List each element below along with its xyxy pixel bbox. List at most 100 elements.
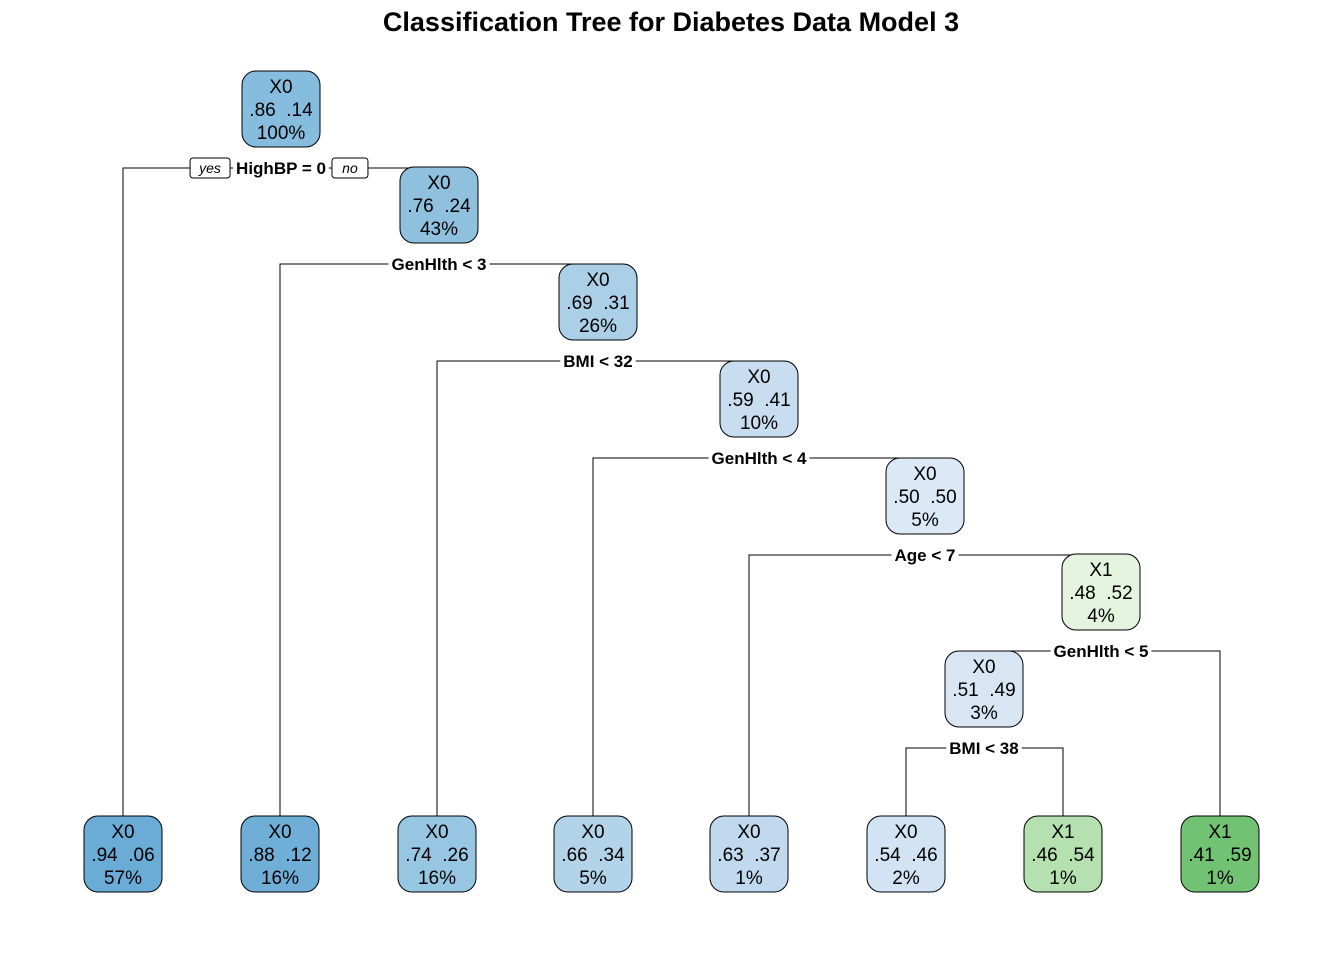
leaf-node-leaf4: X0.66 .345% [553,815,633,893]
node-percent: 2% [892,868,920,889]
leaf-node-leaf5: X0.63 .371% [709,815,789,893]
node-box [241,70,321,148]
yes-label: yes [198,160,221,176]
split-n4: Age < 7 [748,546,1102,816]
node-percent: 1% [1049,868,1077,889]
node-class: X0 [268,822,291,843]
node-box [709,815,789,893]
split-label: HighBP = 0 [236,159,326,178]
node-percent: 16% [418,868,456,889]
split-label: GenHlth < 4 [712,449,807,468]
node-probs: .88 .12 [248,845,311,866]
node-class: X1 [1051,822,1074,843]
node-box [885,457,965,535]
leaf-node-leaf6: X0.54 .462% [866,815,946,893]
node-box [944,650,1024,728]
node-box [866,815,946,893]
node-percent: 5% [911,510,939,531]
split-label: GenHlth < 5 [1054,642,1149,661]
edge-yes [436,360,561,816]
node-percent: 3% [970,703,998,724]
node-probs: .76 .24 [407,196,471,217]
node-class: X1 [1208,822,1231,843]
node-percent: 100% [257,123,306,144]
split-n2: BMI < 32 [436,352,759,816]
node-box [553,815,633,893]
node-box [399,166,479,244]
node-probs: .66 .34 [561,845,625,866]
node-class: X0 [737,822,760,843]
no-label: no [342,160,358,176]
node-probs: .41 .59 [1188,845,1251,866]
node-box [397,815,477,893]
node-probs: .74 .26 [405,845,468,866]
tree-node-n6: X0.51 .493% [944,650,1024,728]
edge-yes [592,457,709,816]
node-probs: .69 .31 [566,293,629,314]
node-probs: .48 .52 [1069,583,1132,604]
node-box [240,815,320,893]
node-percent: 16% [261,868,299,889]
split-label: GenHlth < 3 [392,255,487,274]
node-probs: .50 .50 [893,487,956,508]
node-box [558,263,638,341]
node-class: X0 [269,77,292,98]
node-box [1023,815,1103,893]
leaf-node-leaf8: X1.41 .591% [1180,815,1260,893]
edge-no [1151,650,1221,816]
tree-node-n5: X1.48 .524% [1061,553,1141,631]
diagram-title: Classification Tree for Diabetes Data Mo… [383,7,959,37]
node-box [83,815,163,893]
node-class: X0 [581,822,604,843]
node-class: X0 [425,822,448,843]
node-class: X0 [586,270,609,291]
node-box [719,360,799,438]
node-percent: 1% [1206,868,1234,889]
split-label: BMI < 32 [563,352,632,371]
split-n6: BMI < 38 [905,739,1064,816]
leaf-node-leaf7: X1.46 .541% [1023,815,1103,893]
node-percent: 43% [420,219,458,240]
node-probs: .59 .41 [727,390,790,411]
tree-node-n4: X0.50 .505% [885,457,965,535]
node-box [1180,815,1260,893]
node-class: X0 [747,367,770,388]
node-percent: 57% [104,868,142,889]
split-label: Age < 7 [895,546,956,565]
node-class: X0 [894,822,917,843]
node-percent: 1% [735,868,763,889]
node-probs: .46 .54 [1031,845,1095,866]
node-probs: .63 .37 [717,845,780,866]
split-n3: GenHlth < 4 [592,449,925,816]
node-percent: 10% [740,413,778,434]
node-probs: .54 .46 [874,845,937,866]
edge-yes [748,554,892,816]
node-probs: .94 .06 [91,845,154,866]
node-probs: .86 .14 [249,100,313,121]
edge-no [1021,747,1064,816]
split-label: BMI < 38 [949,739,1018,758]
edge-yes [279,263,389,816]
split-n1: GenHlth < 3 [279,255,598,816]
node-percent: 26% [579,316,617,337]
node-class: X0 [913,464,936,485]
node-box [1061,553,1141,631]
edge-yes [905,747,947,816]
split-root: HighBP = 0 yes no [122,157,440,816]
node-class: X0 [111,822,134,843]
node-class: X0 [427,173,450,194]
edge-yes [122,167,191,816]
node-probs: .51 .49 [952,680,1015,701]
node-class: X1 [1089,560,1112,581]
node-percent: 5% [579,868,607,889]
node-class: X0 [972,657,995,678]
